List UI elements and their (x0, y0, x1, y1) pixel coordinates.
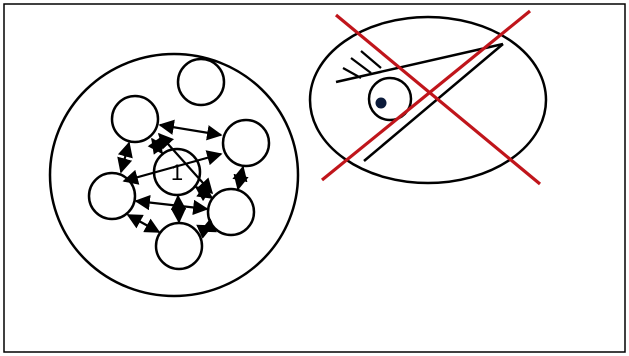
isolated-node (178, 59, 224, 105)
eye-pupil (376, 98, 387, 109)
edge-center-bottom (178, 196, 179, 222)
node-top-left (112, 96, 158, 142)
node-center-label: 1 (171, 160, 183, 185)
node-bottom (156, 223, 202, 269)
node-right (223, 120, 269, 166)
node-bottom-right (208, 189, 254, 235)
